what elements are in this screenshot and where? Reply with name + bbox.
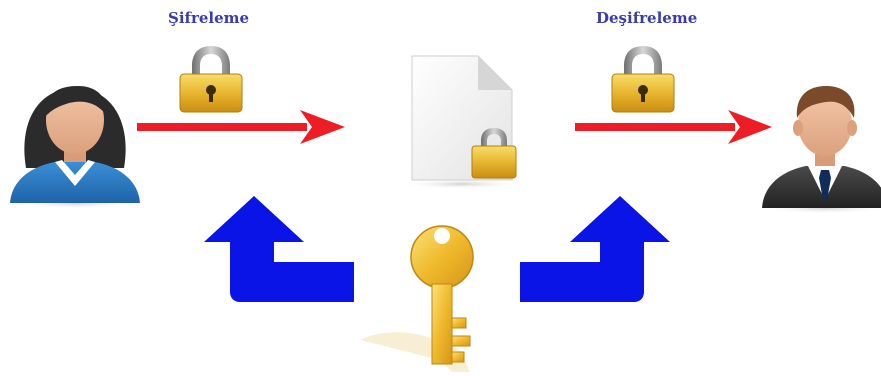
golden-key-icon — [360, 226, 473, 372]
man-user-icon — [762, 86, 881, 214]
key-to-encrypt-arrow — [204, 196, 354, 302]
padlock-icon — [180, 46, 242, 112]
woman-user-icon — [10, 86, 140, 209]
send-arrow — [137, 110, 345, 144]
padlock-icon — [612, 46, 674, 112]
receive-arrow — [575, 110, 772, 144]
key-to-decrypt-arrow — [520, 196, 670, 302]
locked-document-icon — [402, 56, 522, 189]
